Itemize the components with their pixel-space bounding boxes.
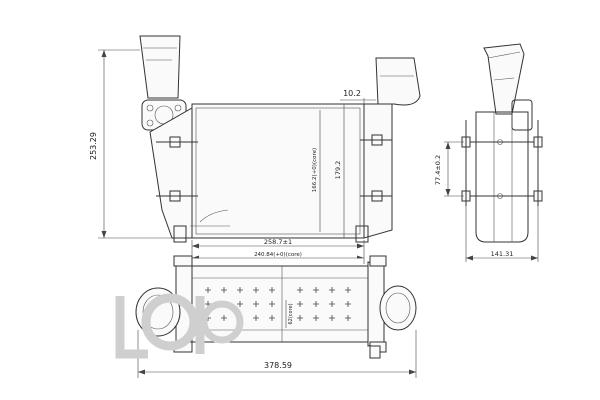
dim-core-height-full: 179.2 (334, 161, 342, 180)
rivet-marker (313, 301, 319, 307)
rivet-marker (329, 287, 335, 293)
dim-core-height: 166.2(+0)(core) (312, 148, 318, 192)
dim-core-depth: 62(core) (288, 303, 294, 324)
rivet-marker (345, 315, 351, 321)
dim-height-total: 253.29 (89, 132, 98, 160)
rivet-marker (297, 301, 303, 307)
dim-core-width: 240.84(+0)(core) (254, 252, 302, 258)
rivet-marker (269, 315, 275, 321)
rivet-marker (297, 315, 303, 321)
rivet-marker (313, 315, 319, 321)
rivet-marker (269, 287, 275, 293)
rivet-marker (269, 301, 275, 307)
rivet-marker (237, 301, 243, 307)
rivet-marker (221, 287, 227, 293)
rivet-marker (345, 287, 351, 293)
dim-tube-offset: 10.2 (343, 89, 361, 98)
front-view (98, 35, 421, 243)
dim-side-height: 77.4±0.2 (434, 155, 442, 185)
rivet-marker (253, 287, 259, 293)
rivet-marker (329, 315, 335, 321)
dim-side-width: 141.31 (491, 250, 514, 258)
rivet-markers (205, 287, 351, 321)
watermark-logo (115, 293, 244, 359)
dim-width-overall-bottom: 378.59 (264, 361, 292, 370)
rivet-marker (253, 301, 259, 307)
rivet-marker (237, 287, 243, 293)
rivet-marker (313, 287, 319, 293)
rivet-marker (329, 301, 335, 307)
rivet-marker (345, 301, 351, 307)
rivet-marker (221, 315, 227, 321)
rivet-marker (297, 287, 303, 293)
top-view (135, 240, 417, 378)
dim-width-overall-top: 258.7±1 (264, 238, 292, 246)
rivet-marker (205, 287, 211, 293)
side-view (444, 43, 543, 262)
rivet-marker (253, 315, 259, 321)
